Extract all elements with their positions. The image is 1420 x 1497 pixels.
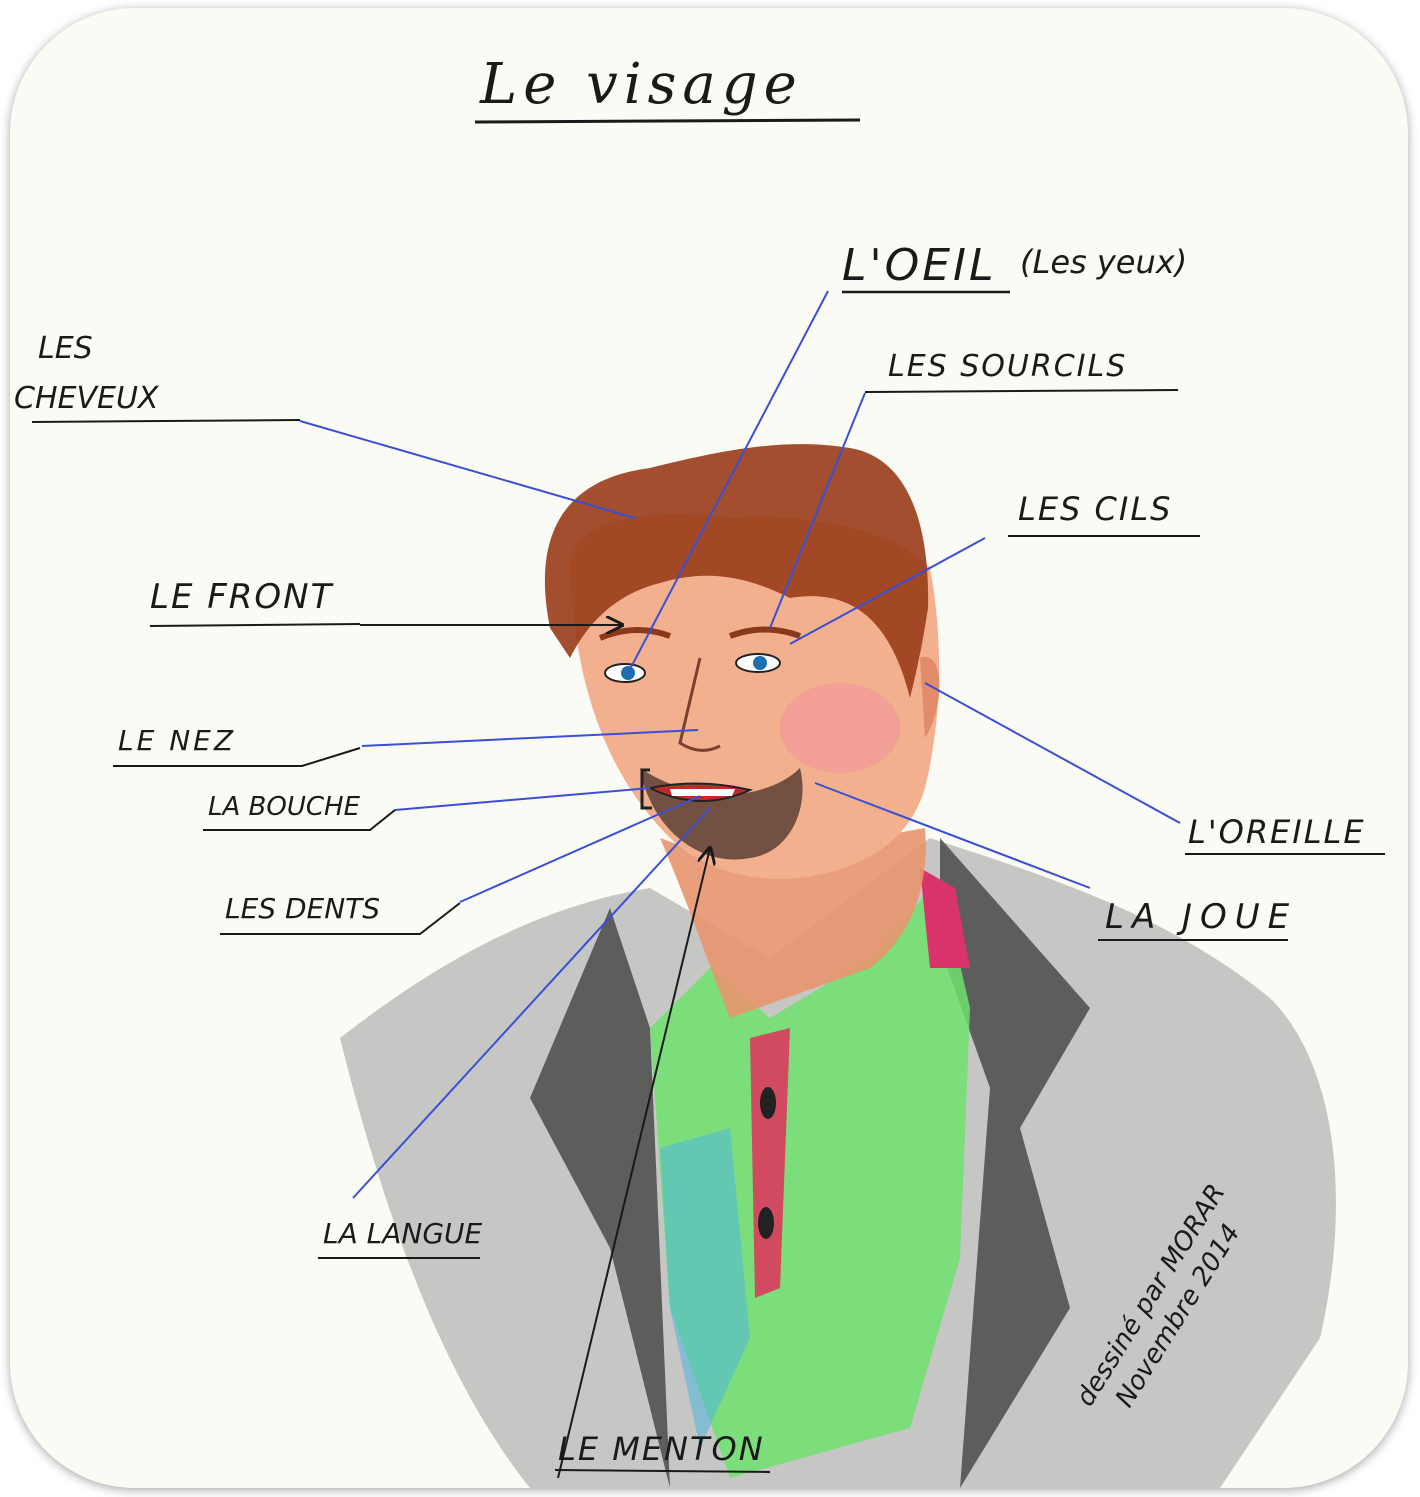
label-menton: LE MENTON <box>554 1430 771 1473</box>
jacket-lapel-left <box>530 908 670 1488</box>
svg-text:L'OEIL: L'OEIL <box>842 240 997 291</box>
label-cils: LES CILS <box>1008 490 1200 537</box>
label-cheveux: LES CHEVEUX <box>14 331 301 423</box>
neck <box>660 828 926 1018</box>
pointer-nez <box>361 729 699 747</box>
pointer-langue <box>352 807 711 1199</box>
eyebrow-right <box>728 626 802 639</box>
pointer-menton <box>557 848 710 1479</box>
shirt-button <box>758 1207 774 1239</box>
svg-text:LA JOUE: LA JOUE <box>1105 897 1297 937</box>
label-nez: LE NEZ <box>113 724 361 767</box>
svg-text:(Les yeux): (Les yeux) <box>1020 243 1187 281</box>
svg-text:LES SOURCILS: LES SOURCILS <box>888 349 1127 384</box>
pointer-lines <box>299 290 1181 1199</box>
pointer-oeil <box>627 290 829 674</box>
label-oeil: L'OEIL (Les yeux) <box>842 240 1187 294</box>
label-oreille: L'OREILLE <box>1185 813 1385 855</box>
svg-text:LE MENTON: LE MENTON <box>558 1430 765 1468</box>
svg-text:LA BOUCHE: LA BOUCHE <box>208 792 361 822</box>
teeth <box>670 789 735 796</box>
pointer-oreille <box>924 682 1181 824</box>
svg-text:L'OREILLE: L'OREILLE <box>1188 813 1366 851</box>
nose <box>678 657 721 752</box>
iris-right <box>753 656 767 670</box>
pointer-joue <box>814 782 1091 889</box>
pointer-lines-black <box>360 625 710 1479</box>
pointer-sourcils <box>769 392 866 629</box>
svg-text:CHEVEUX: CHEVEUX <box>14 381 160 416</box>
svg-text:LA LANGUE: LA LANGUE <box>323 1217 483 1250</box>
eyebrow-left <box>598 626 672 641</box>
svg-text:LE NEZ: LE NEZ <box>118 724 236 757</box>
pointer-dents <box>459 795 701 903</box>
svg-text:LE FRONT: LE FRONT <box>150 577 334 617</box>
jacket-lapel-right <box>940 838 1090 1488</box>
face-diagram: Le visage LES CHEVEUX L'OEIL (Les yeux) … <box>14 52 1385 1488</box>
pointer-bouche <box>394 787 651 811</box>
pointer-cils <box>789 537 986 645</box>
portrait-illustration <box>340 444 1336 1488</box>
label-joue: LA JOUE <box>1098 897 1297 941</box>
label-dents: LES DENTS <box>220 892 461 935</box>
label-front: LE FRONT <box>149 577 361 627</box>
cheek-blush <box>780 683 900 773</box>
svg-text:LES CILS: LES CILS <box>1018 490 1172 528</box>
label-sourcils: LES SOURCILS <box>864 349 1179 393</box>
drawing-card: Le visage LES CHEVEUX L'OEIL (Les yeux) … <box>10 8 1408 1488</box>
label-langue: LA LANGUE <box>318 1217 483 1259</box>
pointer-cheveux <box>299 420 636 519</box>
shirt-button <box>760 1087 776 1119</box>
svg-text:LES: LES <box>38 331 93 366</box>
label-bouche: LA BOUCHE <box>203 792 396 831</box>
shirt-collar <box>920 868 970 968</box>
shirt-blue-shading <box>660 1128 750 1448</box>
title-underline <box>474 118 861 124</box>
hair <box>544 444 929 698</box>
ear <box>920 656 940 738</box>
svg-text:LES DENTS: LES DENTS <box>225 892 380 925</box>
page-title: Le visage <box>479 52 803 117</box>
